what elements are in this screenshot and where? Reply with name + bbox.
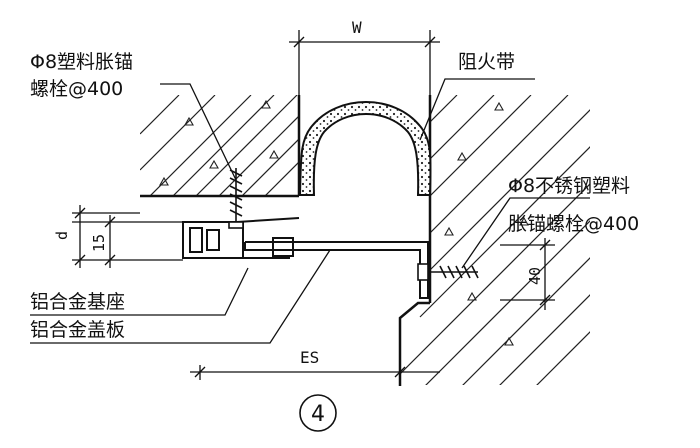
aluminum-cover-plate <box>244 241 429 299</box>
label-plastic-anchor: Φ8塑料胀锚 <box>30 51 133 73</box>
label-base: 铝合金基座 <box>30 291 125 313</box>
fire-barrier-strip <box>298 101 432 196</box>
dim-base-height: 15 <box>90 234 108 252</box>
detail-number: 4 <box>311 402 325 427</box>
label-fire-strip: 阻火带 <box>458 51 515 73</box>
dim-anchor-offset: 40 <box>526 267 544 285</box>
plastic-anchor-left <box>228 168 244 229</box>
label-stainless-anchor-spacing: 胀锚螺栓@400 <box>508 213 639 235</box>
right-concrete-slab <box>398 95 590 386</box>
detail-number-badge: 4 <box>299 394 337 432</box>
left-concrete-slab <box>140 95 301 198</box>
aluminum-base <box>182 217 300 259</box>
label-cover: 铝合金盖板 <box>30 319 125 341</box>
stainless-anchor-right <box>417 263 479 281</box>
leader-lines <box>30 78 590 344</box>
dim-span: ES <box>300 348 319 367</box>
label-plastic-anchor-spacing: 螺栓@400 <box>30 78 123 100</box>
label-stainless-anchor: Φ8不锈钢塑料 <box>508 175 630 197</box>
dimension-lines <box>72 30 555 385</box>
dim-depth: d <box>53 231 71 240</box>
dim-width: W <box>352 18 362 37</box>
